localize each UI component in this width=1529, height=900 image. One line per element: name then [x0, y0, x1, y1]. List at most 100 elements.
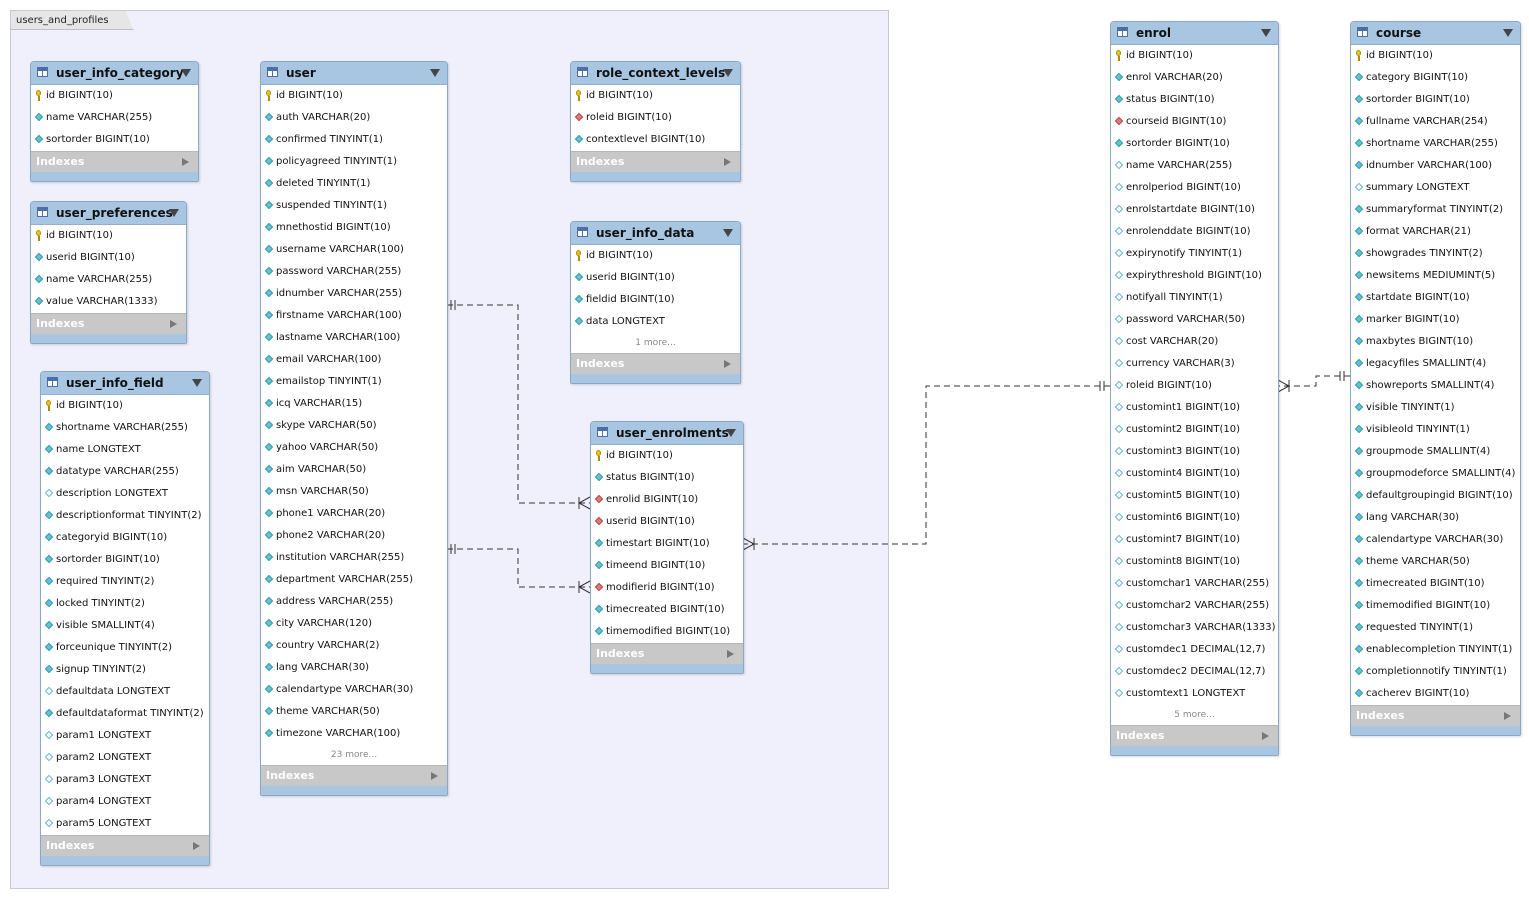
more-columns-link[interactable]: 5 more... [1174, 710, 1215, 720]
column-row[interactable]: idnumber VARCHAR(100) [1351, 155, 1520, 177]
column-row[interactable]: country VARCHAR(2) [261, 635, 447, 657]
column-row[interactable]: userid BIGINT(10) [571, 267, 740, 289]
column-row[interactable]: username VARCHAR(100) [261, 239, 447, 261]
indexes-bar[interactable]: Indexes [31, 151, 198, 172]
column-row[interactable]: shortname VARCHAR(255) [1351, 133, 1520, 155]
column-row[interactable]: param4 LONGTEXT [41, 791, 209, 813]
column-row[interactable]: mnethostid BIGINT(10) [261, 217, 447, 239]
column-row[interactable]: customint6 BIGINT(10) [1111, 507, 1278, 529]
column-row[interactable]: id BIGINT(10) [31, 225, 186, 247]
column-row[interactable]: customint4 BIGINT(10) [1111, 463, 1278, 485]
column-row[interactable]: enrolid BIGINT(10) [591, 489, 743, 511]
expand-arrow-icon[interactable] [727, 650, 734, 658]
column-row[interactable]: customint3 BIGINT(10) [1111, 441, 1278, 463]
column-row[interactable]: sortorder BIGINT(10) [1111, 133, 1278, 155]
column-row[interactable]: contextlevel BIGINT(10) [571, 129, 740, 151]
column-row[interactable]: name VARCHAR(255) [31, 107, 198, 129]
column-row[interactable]: lang VARCHAR(30) [261, 657, 447, 679]
expand-arrow-icon[interactable] [724, 158, 731, 166]
column-row[interactable]: city VARCHAR(120) [261, 613, 447, 635]
column-row[interactable]: visibleold TINYINT(1) [1351, 419, 1520, 441]
column-row[interactable]: notifyall TINYINT(1) [1111, 287, 1278, 309]
column-row[interactable]: maxbytes BIGINT(10) [1351, 331, 1520, 353]
more-columns-link[interactable]: 1 more... [635, 338, 676, 348]
table-header[interactable]: user_info_data [571, 222, 740, 245]
column-row[interactable]: timezone VARCHAR(100) [261, 723, 447, 745]
column-row[interactable]: timecreated BIGINT(10) [1351, 573, 1520, 595]
column-row[interactable]: aim VARCHAR(50) [261, 459, 447, 481]
column-row[interactable]: legacyfiles SMALLINT(4) [1351, 353, 1520, 375]
collapse-arrow-icon[interactable] [723, 229, 733, 237]
column-row[interactable]: deleted TINYINT(1) [261, 173, 447, 195]
table-header[interactable]: enrol [1111, 22, 1278, 45]
column-row[interactable]: timemodified BIGINT(10) [591, 621, 743, 643]
column-row[interactable]: signup TINYINT(2) [41, 659, 209, 681]
column-row[interactable]: cacherev BIGINT(10) [1351, 683, 1520, 705]
column-row[interactable]: format VARCHAR(21) [1351, 221, 1520, 243]
column-row[interactable]: customdec1 DECIMAL(12,7) [1111, 639, 1278, 661]
column-row[interactable]: department VARCHAR(255) [261, 569, 447, 591]
column-row[interactable]: address VARCHAR(255) [261, 591, 447, 613]
column-row[interactable]: requested TINYINT(1) [1351, 617, 1520, 639]
column-row[interactable]: customint8 BIGINT(10) [1111, 551, 1278, 573]
column-row[interactable]: groupmodeforce SMALLINT(4) [1351, 463, 1520, 485]
column-row[interactable]: status BIGINT(10) [1111, 89, 1278, 111]
column-row[interactable]: enablecompletion TINYINT(1) [1351, 639, 1520, 661]
column-row[interactable]: email VARCHAR(100) [261, 349, 447, 371]
column-row[interactable]: id BIGINT(10) [1351, 45, 1520, 67]
column-row[interactable]: param2 LONGTEXT [41, 747, 209, 769]
column-row[interactable]: timeend BIGINT(10) [591, 555, 743, 577]
column-row[interactable]: id BIGINT(10) [1111, 45, 1278, 67]
column-row[interactable]: emailstop TINYINT(1) [261, 371, 447, 393]
column-row[interactable]: summary LONGTEXT [1351, 177, 1520, 199]
column-row[interactable]: status BIGINT(10) [591, 467, 743, 489]
column-row[interactable]: customchar1 VARCHAR(255) [1111, 573, 1278, 595]
column-row[interactable]: theme VARCHAR(50) [261, 701, 447, 723]
column-row[interactable]: auth VARCHAR(20) [261, 107, 447, 129]
table-header[interactable]: user_info_category [31, 62, 198, 85]
table-header[interactable]: user_preferences [31, 202, 186, 225]
column-row[interactable]: defaultdata LONGTEXT [41, 681, 209, 703]
column-row[interactable]: roleid BIGINT(10) [571, 107, 740, 129]
column-row[interactable]: name VARCHAR(255) [31, 269, 186, 291]
column-row[interactable]: description LONGTEXT [41, 483, 209, 505]
column-row[interactable]: name LONGTEXT [41, 439, 209, 461]
column-row[interactable]: id BIGINT(10) [571, 245, 740, 267]
column-row[interactable]: id BIGINT(10) [261, 85, 447, 107]
column-row[interactable]: customdec2 DECIMAL(12,7) [1111, 661, 1278, 683]
column-row[interactable]: data LONGTEXT [571, 311, 740, 333]
table-header[interactable]: user_enrolments [591, 422, 743, 445]
collapse-arrow-icon[interactable] [723, 69, 733, 77]
column-row[interactable]: category BIGINT(10) [1351, 67, 1520, 89]
expand-arrow-icon[interactable] [724, 360, 731, 368]
collapse-arrow-icon[interactable] [726, 429, 736, 437]
indexes-bar[interactable]: Indexes [591, 643, 743, 664]
column-row[interactable]: timemodified BIGINT(10) [1351, 595, 1520, 617]
column-row[interactable]: lastname VARCHAR(100) [261, 327, 447, 349]
column-row[interactable]: enrolstartdate BIGINT(10) [1111, 199, 1278, 221]
collapse-arrow-icon[interactable] [430, 69, 440, 77]
expand-arrow-icon[interactable] [431, 772, 438, 780]
expand-arrow-icon[interactable] [1504, 712, 1511, 720]
column-row[interactable]: suspended TINYINT(1) [261, 195, 447, 217]
column-row[interactable]: icq VARCHAR(15) [261, 393, 447, 415]
column-row[interactable]: summaryformat TINYINT(2) [1351, 199, 1520, 221]
indexes-bar[interactable]: Indexes [571, 353, 740, 374]
indexes-bar[interactable]: Indexes [41, 835, 209, 856]
column-row[interactable]: forceunique TINYINT(2) [41, 637, 209, 659]
column-row[interactable]: policyagreed TINYINT(1) [261, 151, 447, 173]
column-row[interactable]: yahoo VARCHAR(50) [261, 437, 447, 459]
column-row[interactable]: param3 LONGTEXT [41, 769, 209, 791]
column-row[interactable]: currency VARCHAR(3) [1111, 353, 1278, 375]
column-row[interactable]: id BIGINT(10) [591, 445, 743, 467]
column-row[interactable]: password VARCHAR(50) [1111, 309, 1278, 331]
column-row[interactable]: enrolperiod BIGINT(10) [1111, 177, 1278, 199]
expand-arrow-icon[interactable] [170, 320, 177, 328]
column-row[interactable]: customint7 BIGINT(10) [1111, 529, 1278, 551]
column-row[interactable]: fullname VARCHAR(254) [1351, 111, 1520, 133]
